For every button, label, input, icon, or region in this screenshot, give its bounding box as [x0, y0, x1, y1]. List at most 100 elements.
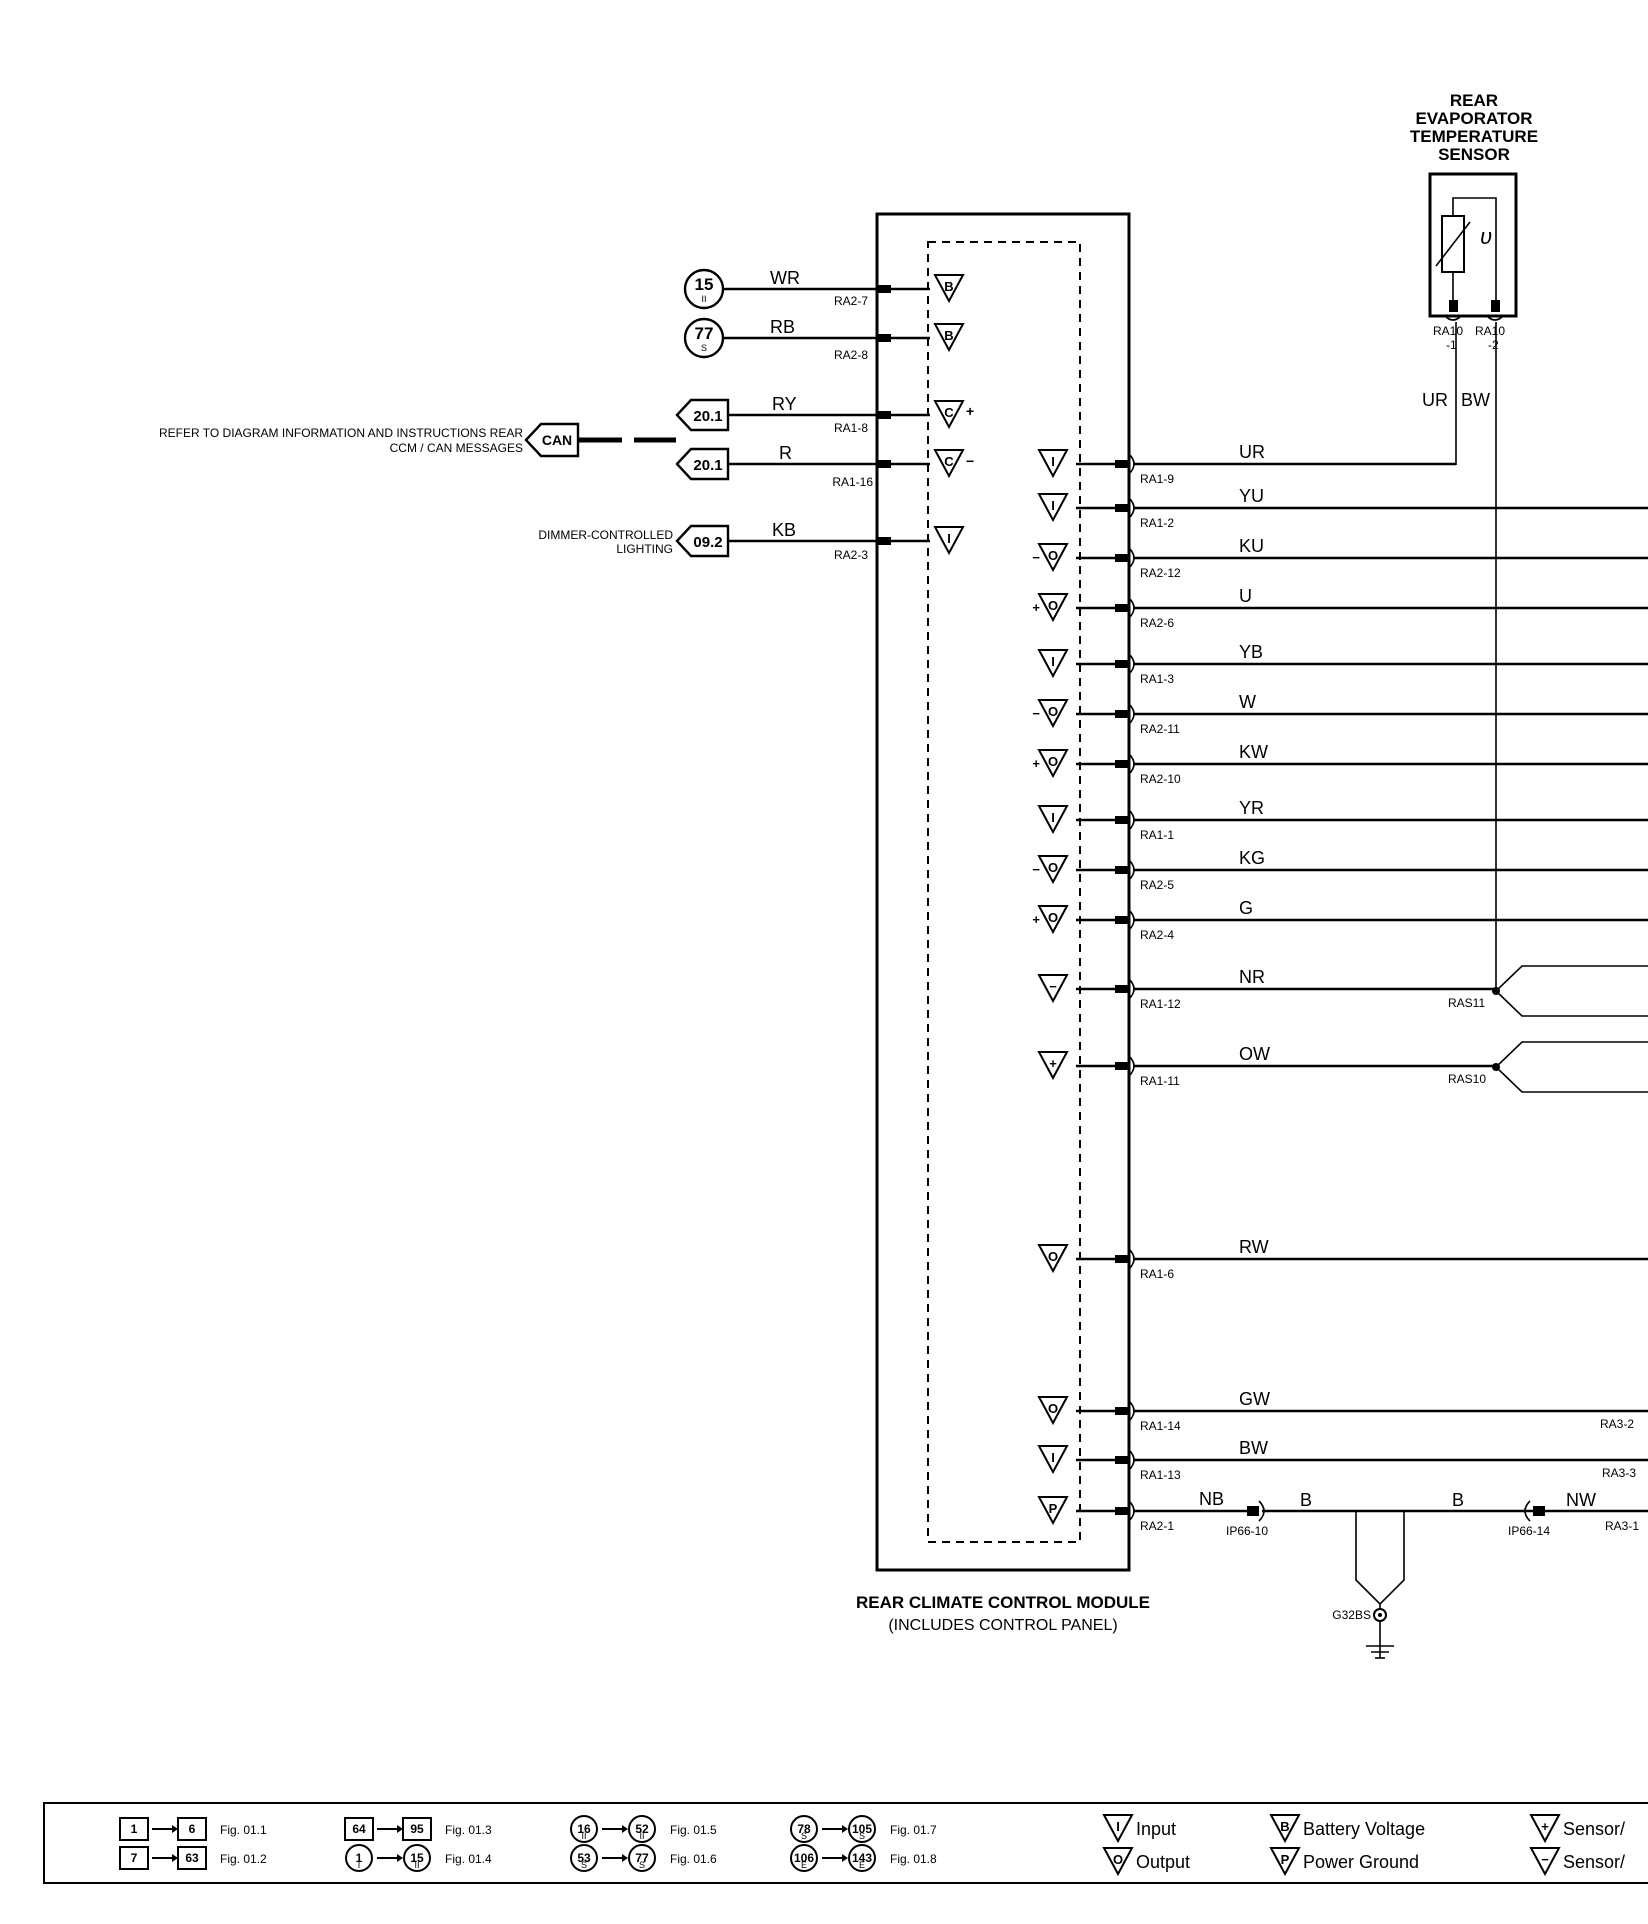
pin-type-glyph: I	[1051, 1450, 1055, 1465]
sensor-pin-2	[1491, 300, 1500, 312]
range-start-box	[344, 1817, 374, 1841]
legend-fig-label: Fig. 01.1	[220, 1823, 267, 1837]
pin-label-ra1-8: RA1-8	[834, 421, 868, 435]
off-page-ref: 20.1	[693, 408, 722, 425]
pin-polarity: +	[966, 403, 974, 419]
pin-type-glyph: O	[1048, 1401, 1058, 1416]
wire-label-b-right: B	[1452, 1490, 1464, 1510]
range-start: 78	[797, 1822, 811, 1836]
pin-label-ra2-6: RA2-6	[1140, 616, 1174, 630]
pin-terminal	[1115, 1255, 1129, 1263]
pin-label-ra1-6: RA1-6	[1140, 1267, 1174, 1281]
inline-label-ip66-14: IP66-14	[1508, 1524, 1550, 1538]
legend-fig-label: Fig. 01.2	[220, 1852, 267, 1866]
wire-label-g: G	[1239, 898, 1253, 918]
pin-type-glyph: O	[1048, 598, 1058, 613]
wire-label-nb: NB	[1199, 1489, 1224, 1509]
arrow-head-icon	[172, 1825, 178, 1833]
range-end: 52	[635, 1822, 649, 1836]
pin-type-glyph: I	[1051, 654, 1055, 669]
sensor-internal-wire	[1452, 197, 1497, 300]
inline-connector-ip66-14	[1533, 1506, 1545, 1516]
pin-label-ra1-2: RA1-2	[1140, 516, 1174, 530]
arrow-head-icon	[397, 1854, 403, 1862]
pin-type-glyph: +	[1049, 1056, 1057, 1071]
pin-label-ra2-5: RA2-5	[1140, 878, 1174, 892]
input-icon	[1037, 805, 1069, 835]
pin-label-ra1-9: RA1-9	[1140, 472, 1174, 486]
wire-label-yu: YU	[1239, 486, 1264, 506]
pin-type-glyph: O	[1048, 754, 1058, 769]
far-pin-ra3-1: RA3-1	[1605, 1519, 1639, 1533]
inline-connector-ip66-10	[1247, 1506, 1259, 1516]
ground-branch: IP66-10 B B IP66-14 NW RA3-1 G32BS	[1226, 1490, 1648, 1659]
sensor-positive-icon	[1529, 1814, 1561, 1844]
range-start-sub: E	[801, 1860, 807, 1870]
range-start-circle	[790, 1815, 818, 1843]
legend-symbol-glyph: O	[1113, 1852, 1123, 1867]
sensor-housing	[1428, 172, 1518, 318]
sensor-pin-1	[1449, 300, 1458, 312]
pin-terminal	[1115, 1507, 1129, 1515]
range-end-sub: E	[859, 1860, 865, 1870]
arrow-head-icon	[172, 1854, 178, 1862]
wire-label-ow: OW	[1239, 1044, 1270, 1064]
range-end: 15	[410, 1851, 424, 1865]
input-icon	[1037, 449, 1069, 479]
range-end-circle	[403, 1844, 431, 1872]
off-page-ref: 20.1	[693, 457, 722, 474]
evaporator-sensor: REAR EVAPORATOR TEMPERATURE SENSOR υ RA1…	[1410, 91, 1538, 993]
range-start-box	[119, 1846, 149, 1870]
pin-type-glyph: O	[1048, 704, 1058, 719]
sensor-icon	[1037, 974, 1069, 1004]
sensor-pin-1-bottom: -1	[1446, 338, 1457, 352]
can-note-line-2: CCM / CAN MESSAGES	[390, 441, 523, 455]
range-start-circle	[345, 1844, 373, 1872]
pin-type-glyph: I	[947, 531, 951, 546]
pin-polarity: +	[1032, 600, 1040, 615]
sensor-negative-icon	[1529, 1847, 1561, 1877]
pin-terminal	[1115, 916, 1129, 924]
splice-fan	[1494, 965, 1648, 1017]
pin-type-glyph: O	[1048, 1249, 1058, 1264]
pin-polarity: −	[1032, 706, 1040, 721]
wire-label-wr: WR	[770, 268, 800, 288]
arrow-head-icon	[622, 1825, 628, 1833]
pin-label-ra2-11: RA2-11	[1140, 722, 1180, 736]
arrow-head-icon	[842, 1854, 848, 1862]
output-icon	[1037, 905, 1069, 935]
legend-fig-label: Fig. 01.5	[670, 1823, 717, 1837]
output-icon	[1102, 1847, 1134, 1877]
splice-label-ras10: RAS10	[1448, 1072, 1486, 1086]
wire-label-yb: YB	[1239, 642, 1263, 662]
pin-terminal	[1115, 604, 1129, 612]
legend-symbol-glyph: +	[1541, 1819, 1549, 1834]
input-icon	[1037, 493, 1069, 523]
pin-terminal	[1115, 460, 1129, 468]
splice-ras11: RAS11	[1448, 965, 1648, 1017]
legend-symbol-glyph: P	[1281, 1852, 1290, 1867]
pin-type-glyph: O	[1048, 548, 1058, 563]
battery-voltage-icon	[1269, 1814, 1301, 1844]
output-icon	[1037, 1244, 1069, 1274]
legend-symbol-glyph: −	[1541, 1852, 1549, 1867]
legend-fig-label: Fig. 01.3	[445, 1823, 492, 1837]
range-start: 1	[131, 1822, 138, 1836]
left-connection-wr: 15 II WR RA2-7 B	[683, 268, 965, 310]
sensor-title-line-3: TEMPERATURE	[1410, 127, 1538, 146]
pin-type-glyph: O	[1048, 860, 1058, 875]
legend-symbol-label: Sensor/	[1563, 1852, 1625, 1872]
pin-polarity: −	[1032, 550, 1040, 565]
range-start-sub: S	[801, 1831, 807, 1841]
